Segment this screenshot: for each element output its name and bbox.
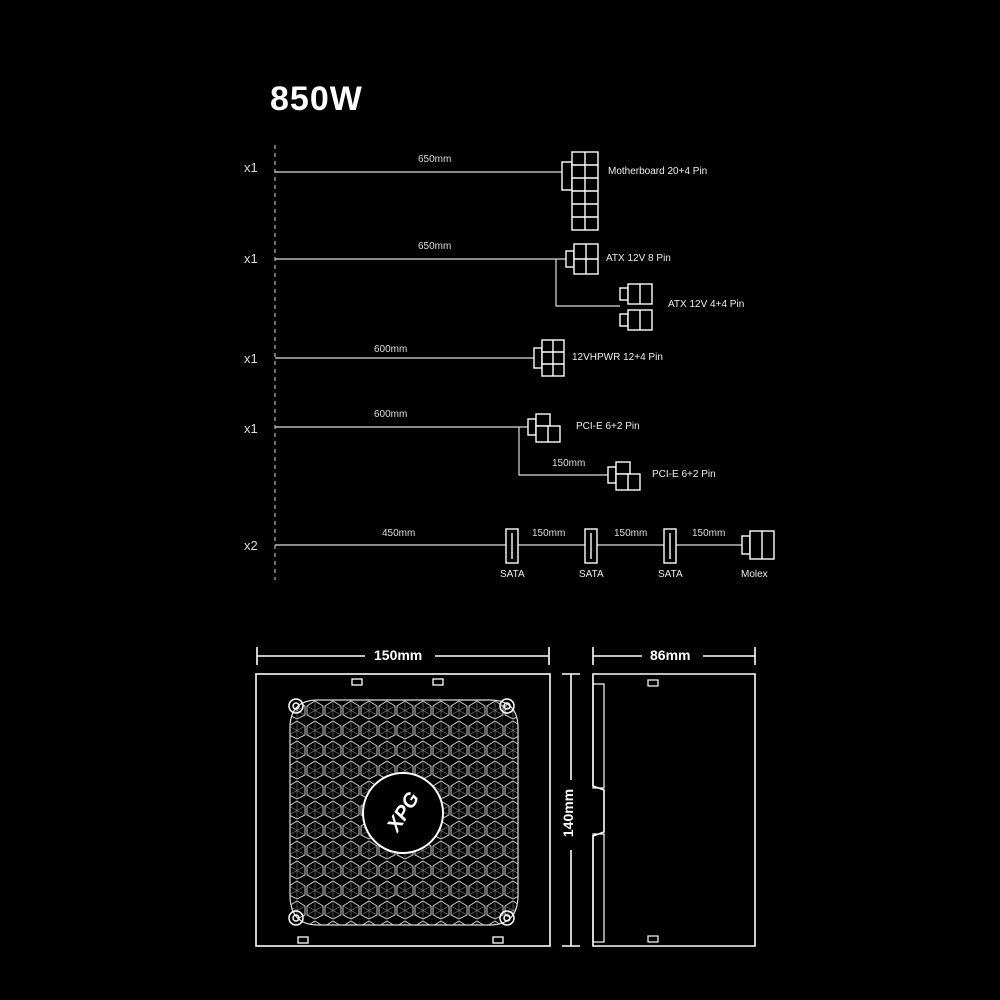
connector-label: ATX 12V 4+4 Pin <box>668 299 745 310</box>
fan-hub <box>362 772 444 854</box>
psu-side-view <box>592 673 756 947</box>
length-label: 150mm <box>552 458 586 469</box>
atx-8pin-connector <box>565 243 599 275</box>
atx-4plus4-connector <box>619 283 653 331</box>
qty-label: x1 <box>244 160 258 175</box>
width-dimension: 150mm <box>370 647 427 663</box>
motherboard-connector <box>561 151 599 231</box>
length-label: 150mm <box>532 528 566 539</box>
psu-front-view <box>255 673 551 947</box>
length-label: 150mm <box>614 528 648 539</box>
width-dimension-line <box>256 647 550 665</box>
length-label: 600mm <box>374 409 408 420</box>
pcie-connector <box>607 461 641 491</box>
connector-label: Molex <box>741 569 768 580</box>
length-label: 600mm <box>374 344 408 355</box>
length-label: 650mm <box>418 154 452 165</box>
sata-connector <box>584 528 598 564</box>
height-dimension-line <box>562 673 580 947</box>
cable-branch <box>555 259 620 307</box>
connector-label: SATA <box>500 569 525 580</box>
length-label: 450mm <box>382 528 416 539</box>
connector-label: ATX 12V 8 Pin <box>606 253 671 264</box>
sata-connector <box>663 528 677 564</box>
length-label: 150mm <box>692 528 726 539</box>
page-title: 850W <box>270 80 363 118</box>
qty-label: x1 <box>244 421 258 436</box>
molex-connector <box>741 530 775 560</box>
cable-branch <box>518 427 608 476</box>
connector-label: SATA <box>658 569 683 580</box>
pcie-connector <box>527 413 561 443</box>
connector-label: SATA <box>579 569 604 580</box>
depth-dimension-line <box>592 647 756 665</box>
sata-connector <box>505 528 519 564</box>
qty-label: x1 <box>244 351 258 366</box>
connector-label: Motherboard 20+4 Pin <box>608 166 708 177</box>
connector-label: 12VHPWR 12+4 Pin <box>572 352 663 363</box>
connector-label: PCI-E 6+2 Pin <box>652 469 716 480</box>
qty-label: x1 <box>244 251 258 266</box>
qty-label: x2 <box>244 538 258 553</box>
length-label: 650mm <box>418 241 452 252</box>
height-dimension: 140mm <box>560 784 577 842</box>
connector-label: PCI-E 6+2 Pin <box>576 421 640 432</box>
depth-dimension: 86mm <box>646 647 695 663</box>
12vhpwr-connector <box>533 339 565 377</box>
